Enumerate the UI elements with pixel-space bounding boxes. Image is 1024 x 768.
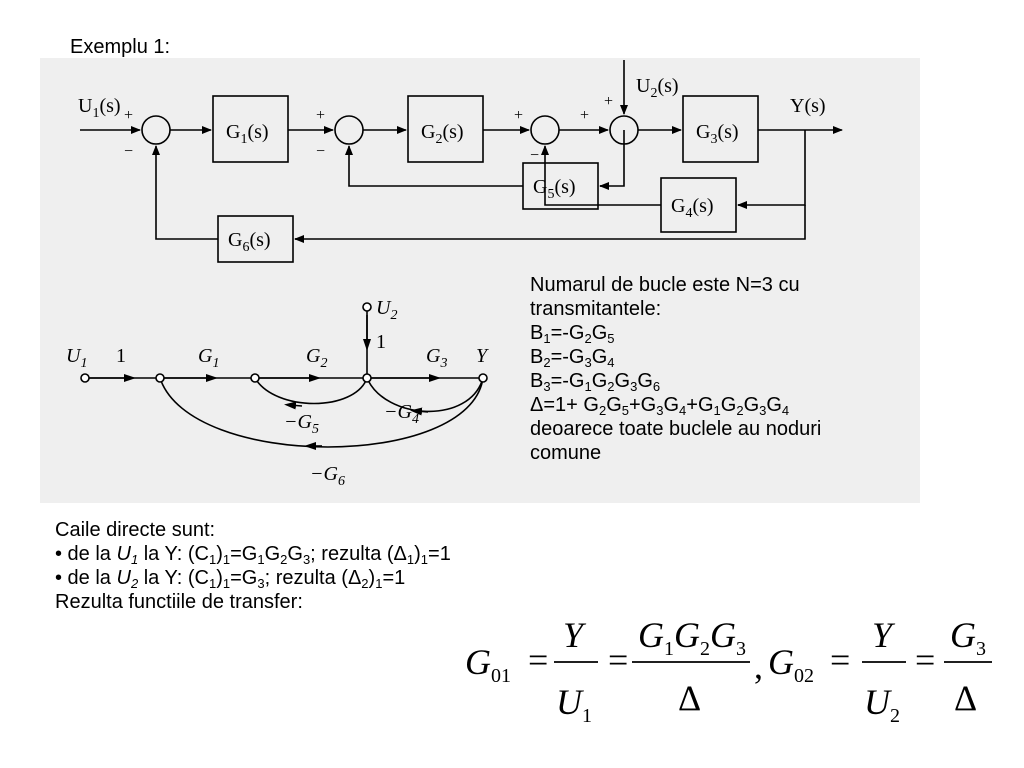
path-2: • de la U2 la Y: (C1)1=G3; rezulta (Δ2)1… [55,567,406,591]
loops-line-7: deoarece toate buclele au noduri [530,418,822,440]
label-g5: G5(s) [533,176,576,202]
formula-num-2: G3 [950,615,986,660]
formula-eq-3: = [830,640,850,680]
loop-b1: B1=-G2G5 [530,322,615,346]
sfg-label-u1: U1 [66,345,87,371]
scanned-figure-background [40,58,920,503]
formula-delta-2: Δ [954,678,977,718]
label-u1s: U1(s) [78,95,121,121]
formula-g01: G01 [465,642,511,687]
formula-num-1: G1G2G3 [638,615,746,660]
node-n3 [362,373,372,383]
slide-title: Exemplu 1: [70,36,171,58]
sfg-loop-g5: −G5 [284,411,319,437]
sfg-branch-g2: G2 [306,345,327,371]
node-y [478,373,488,383]
loops-line-8: comune [530,442,602,464]
loops-description: Numarul de bucle este N=3 cu transmitant… [530,273,821,465]
formula-eq-4: = [915,640,935,680]
sign-plus-3: + [514,107,523,124]
sfg-branch-1: 1 [116,345,126,367]
formula-g02: G02 [768,642,814,687]
sfg-label-u2: U2 [376,297,397,323]
label-g4: G4(s) [671,195,714,221]
label-g3: G3(s) [696,121,739,147]
formula-eq-1: = [528,640,548,680]
sfg-loop-g4: −G4 [384,401,419,427]
node-u2 [362,302,372,312]
sign-minus-3: − [530,147,539,164]
direct-paths: Caile directe sunt: • de la U1 la Y: (C1… [55,518,451,614]
sfg-label-y: Y [476,345,489,367]
block-g3 [682,95,759,163]
loops-line-1: Numarul de bucle este N=3 cu [530,274,800,296]
sign-minus-1: − [124,143,133,160]
node-u1 [80,373,90,383]
sfg-loop-g6: −G6 [310,463,345,489]
sign-plus-5: + [604,93,613,110]
sfg-branch-g3: G3 [426,345,447,371]
node-n2 [250,373,260,383]
label-g2: G2(s) [421,121,464,147]
label-g6: G6(s) [228,229,271,255]
node-n1 [155,373,165,383]
formula-y-1: Y [563,615,587,655]
label-u2s: U2(s) [636,75,679,101]
formula-comma: , [754,646,763,686]
block-g1 [212,95,289,163]
formula-u1: U1 [556,682,592,727]
label-ys: Y(s) [790,95,826,117]
loop-b3: B3=-G1G2G3G6 [530,370,661,394]
sfg-branch-g1: G1 [198,345,219,371]
formula-y-2: Y [872,615,896,655]
formula-delta-1: Δ [678,678,701,718]
loop-b2: B2=-G3G4 [530,346,615,370]
block-g2 [407,95,484,163]
loops-line-2: transmitantele: [530,298,662,320]
conclusion-line: Rezulta functiile de transfer: [55,591,303,613]
paths-heading: Caile directe sunt: [55,519,216,541]
path-1: • de la U1 la Y: (C1)1=G1G2G3; rezulta (… [55,543,451,567]
sign-plus-4: + [580,107,589,124]
sfg-branch-u2-gain: 1 [376,331,386,353]
sign-minus-2: − [316,143,325,160]
transfer-function-formula: G01 = Y U1 = G1G2G3 Δ , G02 = Y U2 = G3 … [465,615,992,727]
formula-eq-2: = [608,640,628,680]
loop-delta: Δ=1+ G2G5+G3G4+G1G2G3G4 [530,394,790,418]
label-g1: G1(s) [226,121,269,147]
sign-plus-2: + [316,107,325,124]
sign-plus-1: + [124,107,133,124]
formula-u2: U2 [864,682,900,727]
